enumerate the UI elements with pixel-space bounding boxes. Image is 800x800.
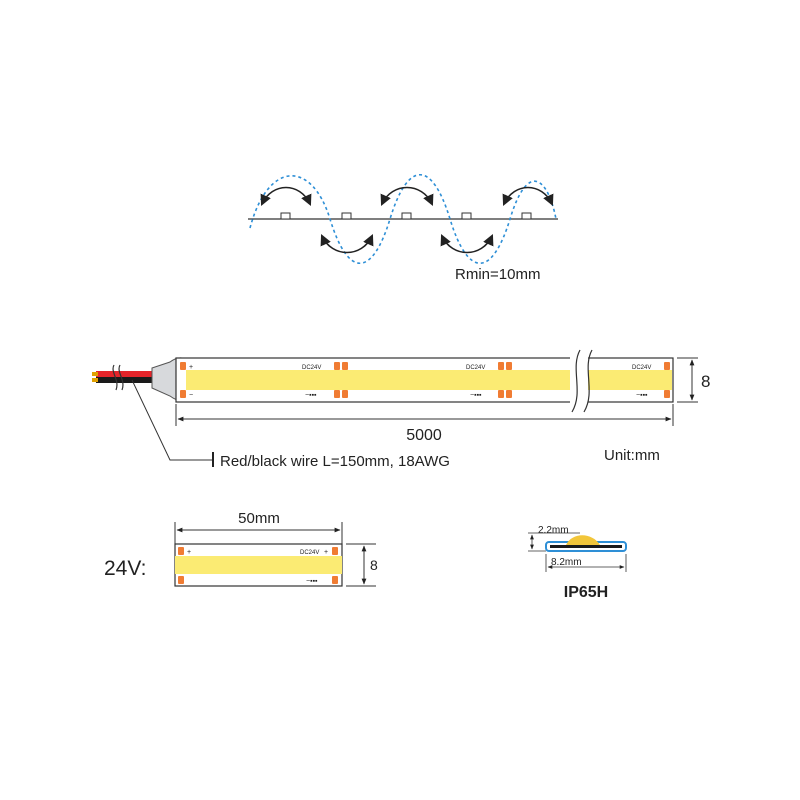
segment-marking: DC24V <box>302 365 321 371</box>
bend-radius-label: Rmin=10mm <box>455 266 540 283</box>
solder-pad <box>334 390 340 398</box>
solder-pad <box>342 390 348 398</box>
wire-black <box>96 377 158 383</box>
solder-pad <box>178 547 184 555</box>
minus-marking: −▪▪▪ <box>470 392 482 399</box>
bend-arrow-icon <box>440 233 494 254</box>
segment-marking: DC24V <box>300 550 319 556</box>
solder-pad <box>178 576 184 584</box>
wire-break <box>118 364 124 391</box>
segment-marking: DC24V <box>632 365 651 371</box>
bend-pad <box>280 212 291 220</box>
segment-led-band <box>175 556 342 574</box>
segment-width-label: 8 <box>370 557 378 573</box>
profile-section: 2.2mm 8.2mm IP65H <box>528 525 627 601</box>
strip-led-band <box>186 370 672 390</box>
bend-pad <box>341 212 352 220</box>
solder-pad <box>332 576 338 584</box>
bend-arrow-icon <box>320 233 374 254</box>
solder-pad <box>180 390 186 398</box>
minus-marking: −▪▪▪ <box>306 578 318 585</box>
bend-arrow-icon <box>380 186 434 207</box>
bend-arrow-icon <box>502 186 554 207</box>
solder-pad <box>342 362 348 370</box>
wire-label: Red/black wire L=150mm, 18AWG <box>220 453 450 470</box>
solder-pad <box>498 390 504 398</box>
minus-marking: −▪▪▪ <box>636 392 648 399</box>
solder-pad <box>498 362 504 370</box>
bend-arrow-icon <box>260 186 312 207</box>
wire-break <box>112 364 118 391</box>
strip-length-label: 5000 <box>406 427 442 444</box>
profile-height-label: 2.2mm <box>538 525 569 536</box>
segment-marking: DC24V <box>466 365 485 371</box>
plus-marking: + <box>187 549 191 556</box>
solder-pad <box>506 390 512 398</box>
solder-pad <box>664 390 670 398</box>
strip-break <box>583 349 593 413</box>
strip-break-gap <box>570 352 588 410</box>
plus-marking: + <box>324 549 328 556</box>
bend-diagram: Rmin=10mm <box>248 174 558 283</box>
bend-pad <box>461 212 472 220</box>
profile-width-label: 8.2mm <box>551 557 582 568</box>
strip-break <box>571 349 581 413</box>
bend-pad <box>521 212 532 220</box>
solder-pad <box>180 362 186 370</box>
segment-length-label: 50mm <box>238 510 280 527</box>
voltage-label: 24V: <box>104 557 146 580</box>
ip-rating-label: IP65H <box>564 584 608 601</box>
minus-marking: − <box>189 392 193 399</box>
unit-label: Unit:mm <box>604 447 660 464</box>
solder-pad <box>334 362 340 370</box>
minus-marking: −▪▪▪ <box>305 392 317 399</box>
wire-red <box>96 371 158 377</box>
strip-width-label: 8 <box>701 372 710 391</box>
bend-wave <box>249 174 557 264</box>
profile-pcb <box>550 545 622 548</box>
strip-full: + − DC24V −▪▪▪ DC24V −▪▪▪ DC24V −▪▪▪ 8 <box>92 349 710 470</box>
solder-pad <box>664 362 670 370</box>
wire-tip <box>92 372 98 376</box>
solder-pad <box>332 547 338 555</box>
solder-pad <box>506 362 512 370</box>
strip-segment: 24V: 50mm + DC24V + −▪▪▪ 8 <box>104 510 378 587</box>
bend-pad <box>401 212 412 220</box>
strip-pads: + − DC24V −▪▪▪ DC24V −▪▪▪ DC24V −▪▪▪ <box>180 362 670 399</box>
wire-tip <box>92 378 98 382</box>
plus-marking: + <box>189 364 193 371</box>
profile-phosphor <box>566 535 600 545</box>
wire-leader <box>131 379 212 461</box>
